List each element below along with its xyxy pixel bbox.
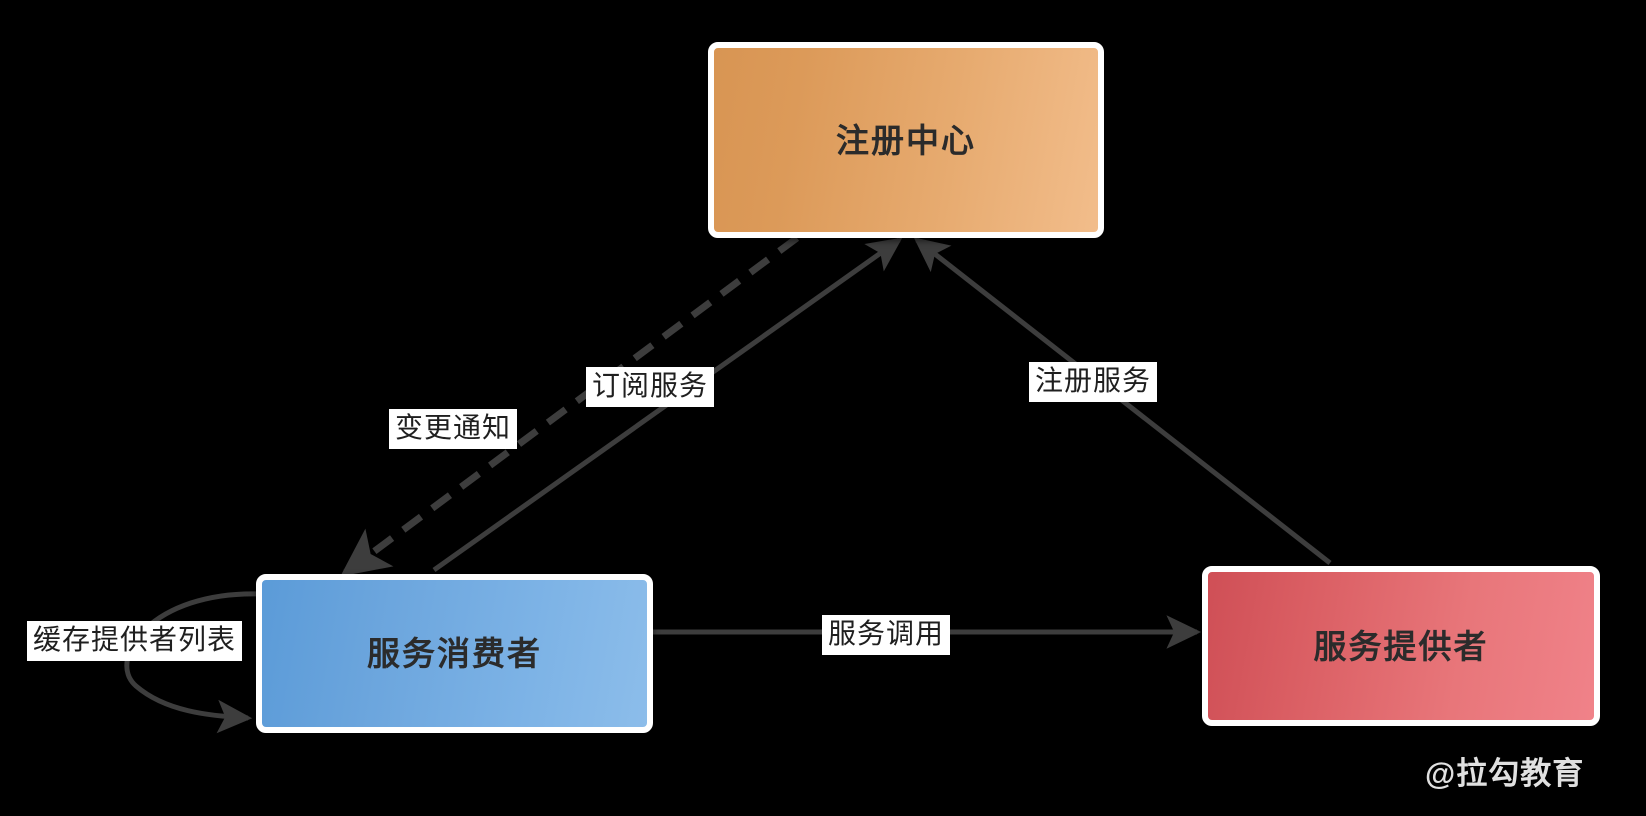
edge-label-register-service: 注册服务 [1029, 362, 1158, 403]
watermark: @拉勾教育 [1425, 756, 1585, 791]
node-service-consumer[interactable]: 服务消费者 [256, 574, 653, 733]
edge-label-change-notify: 变更通知 [389, 409, 518, 450]
node-service-provider[interactable]: 服务提供者 [1202, 566, 1600, 726]
node-service-consumer-label: 服务消费者 [367, 635, 542, 672]
node-service-provider-label: 服务提供者 [1313, 627, 1489, 665]
node-registry-center[interactable]: 注册中心 [708, 42, 1104, 238]
edge-label-cache-provider-list: 缓存提供者列表 [27, 621, 243, 662]
node-registry-center-label: 注册中心 [836, 121, 976, 159]
edge-label-subscribe-service: 订阅服务 [586, 367, 715, 408]
edge-change-notify [340, 235, 800, 577]
edge-label-service-invoke: 服务调用 [822, 615, 951, 656]
